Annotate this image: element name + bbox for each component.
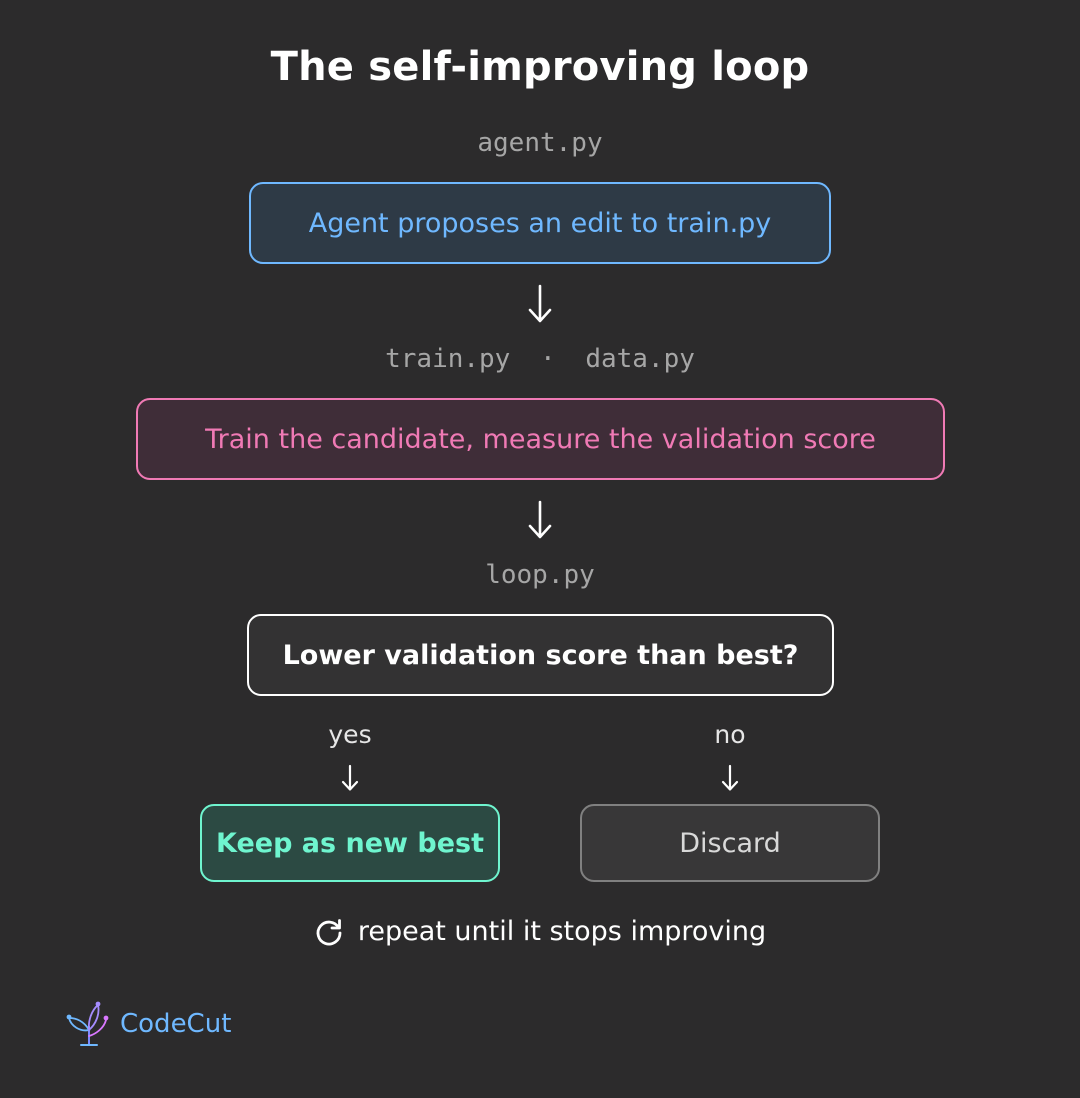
keep-best-label: Keep as new best: [216, 827, 484, 859]
data-file-label: data.py: [585, 344, 695, 374]
down-arrow-icon: [721, 764, 739, 791]
refresh-icon: [316, 918, 342, 945]
agent-step-box: Agent proposes an edit to train.py: [249, 182, 831, 264]
discard-box: Discard: [580, 804, 880, 882]
decision-box: Lower validation score than best?: [247, 614, 834, 696]
train-file-label: train.py: [385, 344, 511, 374]
loop-file-label: loop.py: [485, 560, 595, 590]
agent-step-label: Agent proposes an edit to train.py: [308, 207, 772, 239]
discard-label: Discard: [679, 827, 781, 859]
repeat-label: repeat until it stops improving: [357, 916, 767, 947]
agent-file-label: agent.py: [477, 128, 603, 158]
train-step-label: Train the candidate, measure the validat…: [205, 423, 876, 455]
repeat-note: repeat until it stops improving: [0, 916, 1080, 947]
down-arrow-icon: [341, 764, 359, 791]
file-separator: ·: [540, 344, 556, 374]
codecut-logo-icon: [66, 1001, 109, 1046]
keep-best-box: Keep as new best: [200, 804, 500, 882]
codecut-logo-text: CodeCut: [120, 1009, 232, 1039]
train-step-box: Train the candidate, measure the validat…: [136, 398, 945, 480]
down-arrow-icon: [528, 500, 552, 539]
codecut-logo: CodeCut: [66, 1000, 231, 1048]
no-branch-label: no: [714, 720, 746, 749]
decision-label: Lower validation score than best?: [282, 639, 799, 671]
down-arrow-icon: [528, 284, 552, 323]
yes-branch-label: yes: [328, 720, 372, 749]
train-files-label: train.py · data.py: [0, 344, 1080, 374]
diagram-title: The self-improving loop: [270, 44, 810, 90]
